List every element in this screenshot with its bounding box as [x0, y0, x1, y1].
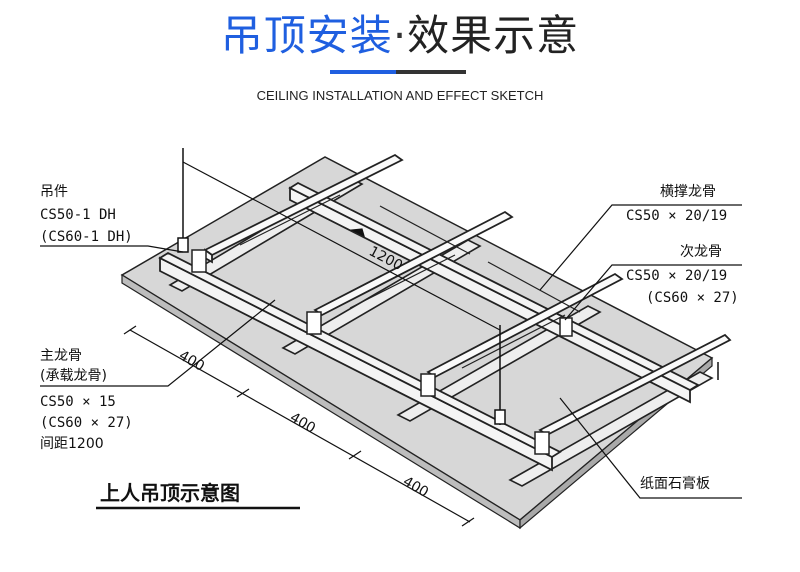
hanger-name: 吊件	[40, 184, 68, 200]
secondary-keel-spec-2: (CS60 × 27)	[646, 290, 739, 306]
dim-400-2: 400	[287, 410, 318, 437]
title-underline-dark	[396, 70, 466, 74]
cross-brace-spec: CS50 × 20/19	[626, 208, 727, 224]
main-keel-name: 主龙骨	[40, 348, 82, 364]
main-keel-spec-1: CS50 × 15	[40, 394, 116, 410]
keel-clips	[191, 249, 573, 455]
cross-brace-name: 横撑龙骨	[660, 184, 716, 200]
dim-400-baseline	[123, 325, 475, 527]
title-main: 吊顶安装	[220, 11, 393, 60]
secondary-keel-spec-1: CS50 × 20/19	[626, 268, 727, 284]
title-underline-blue	[330, 70, 396, 74]
dim-1200-line	[182, 161, 501, 331]
gypsum-board-label: 纸面石膏板	[640, 475, 710, 492]
diagram-caption: 上人吊顶示意图	[100, 481, 240, 505]
gypsum-board-shape	[120, 156, 714, 530]
ceiling-diagram: 1200 400 400 400 吊件 CS50-1 DH (CS60-1 DH…	[40, 148, 742, 530]
main-keels	[158, 181, 700, 472]
page-subtitle: CEILING INSTALLATION AND EFFECT SKETCH	[256, 88, 544, 103]
hanger-spec-1: CS50-1 DH	[40, 207, 116, 223]
inner-frame-lines	[239, 194, 581, 369]
header: 吊顶安装·效果示意 CEILING INSTALLATION AND EFFEC…	[0, 0, 800, 110]
title-separator: ·	[392, 11, 408, 60]
title-second: 效果示意	[407, 11, 580, 60]
hanger-rods	[177, 148, 719, 425]
page-title: 吊顶安装·效果示意	[0, 10, 800, 62]
hanger-spec-2: (CS60-1 DH)	[40, 229, 133, 245]
main-keel-spacing: 间距1200	[40, 436, 104, 452]
main-keel-spec-2: (CS60 × 27)	[40, 415, 133, 431]
secondary-keel-name: 次龙骨	[680, 244, 722, 260]
main-keel-name-2: (承载龙骨)	[40, 368, 107, 384]
leader-lines	[40, 204, 742, 499]
